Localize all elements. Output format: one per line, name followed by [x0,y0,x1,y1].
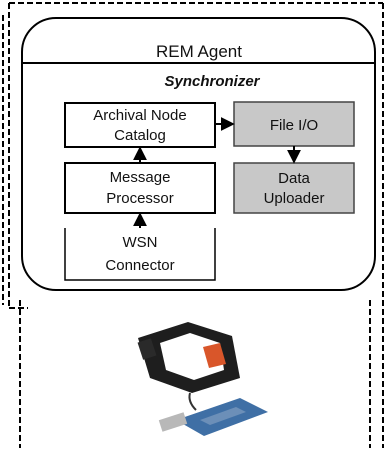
rem-agent-title: REM Agent [156,42,242,61]
archival-node-catalog-line1: Archival Node [93,107,186,124]
sensor-node-photo [137,322,268,436]
outer-dashed-frame [2,2,384,448]
data-uploader-box [233,162,355,214]
archival-node-catalog-line2: Catalog [114,127,166,144]
message-processor-line2: Processor [106,190,174,207]
wsn-connector-line1: WSN [123,234,158,251]
file-io-label: File I/O [270,117,318,134]
rem-agent-container [21,17,376,291]
sensor-cable [188,392,197,411]
wsn-connector-line2: Connector [105,257,174,274]
board-components [200,407,246,425]
clamp-opening [160,333,224,380]
message-processor-box [64,162,216,214]
clamp-tag [203,343,226,368]
data-uploader-line2: Uploader [264,190,325,207]
wsn-connector-box [64,228,216,281]
synchronizer-title: Synchronizer [164,73,260,90]
data-uploader-line1: Data [278,170,310,187]
message-processor-line1: Message [110,169,171,186]
clamp-base [137,338,157,360]
usb-connector [158,412,188,432]
